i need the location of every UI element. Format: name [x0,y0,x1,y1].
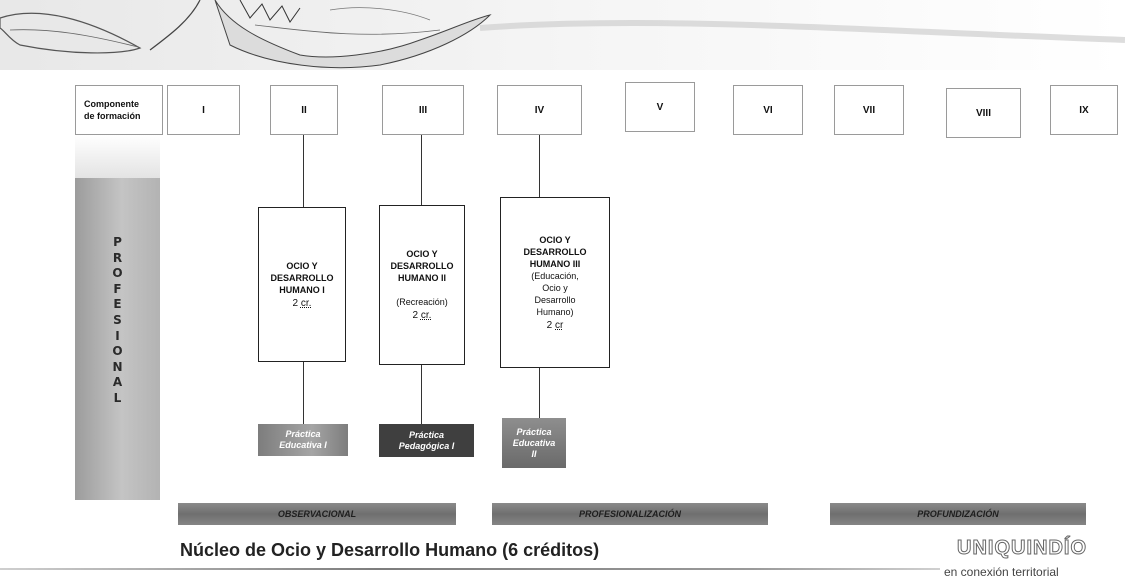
course-title-line: HUMANO I [279,284,325,295]
course-title-line: OCIO Y [406,249,438,259]
course-subtitle: (Recreación) [396,297,448,307]
practice-box-pedagogica-1: Práctica Pedagógica I [379,424,474,457]
component-letter: L [113,390,122,405]
connector-line [539,368,540,418]
course-title-line: DESARROLLO [270,272,334,283]
course-credits: 2 cr [546,319,564,331]
phase-bar-observational: OBSERVACIONAL [178,503,456,525]
practice-label-line: II [531,448,537,459]
connector-line [421,365,422,424]
semester-box-2: II [270,85,338,135]
connector-line [539,135,540,197]
component-letter: F [113,281,122,296]
university-logo-tagline: en conexión territorial [944,565,1059,579]
practice-box-educativa-1: Práctica Educativa I [258,424,348,456]
practice-label-line: Educativa [512,437,556,448]
component-name-vertical: P R O F E S I O N A L [75,235,160,407]
course-title-line: HUMANO II [398,273,446,283]
practice-label-line: Práctica [516,426,552,437]
semester-box-9: IX [1050,85,1118,135]
phase-bar-deepening: PROFUNDIZACIÓN [830,503,1086,525]
component-letter: O [112,344,123,359]
course-title-line: OCIO Y [539,234,571,245]
connector-line [303,362,304,424]
course-title-line: DESARROLLO [523,246,587,257]
component-letter: E [113,297,122,312]
practice-label-line: Práctica [408,429,445,440]
component-label-line2: de formación [84,111,141,121]
course-credits: 2 cr. [412,310,432,321]
course-subtitle: Humano) [536,306,574,317]
connector-line [303,135,304,207]
component-letter: N [112,359,123,374]
course-credits: 2 cr. [292,297,312,309]
course-box-ocio-1: OCIO Y DESARROLLO HUMANO I 2 cr. [258,207,346,362]
component-bar [75,178,160,500]
practice-label-line: Pedagógica I [398,440,455,451]
component-letter: I [115,328,120,343]
course-title-line: DESARROLLO [390,261,454,271]
practice-label-line: Educativa I [279,440,327,450]
decorative-banner-illustration [0,0,1125,70]
course-box-ocio-2: OCIO Y DESARROLLO HUMANO II (Recreación)… [379,205,465,365]
component-letter: O [112,266,123,281]
course-box-ocio-3: OCIO Y DESARROLLO HUMANO III (Educación,… [500,197,610,368]
course-subtitle: Ocio y [542,282,568,293]
component-letter: S [113,312,122,327]
course-title-line: OCIO Y [286,260,318,271]
semester-box-1: I [167,85,240,135]
semester-box-5: V [625,82,695,132]
semester-box-6: VI [733,85,803,135]
semester-box-8: VIII [946,88,1021,138]
component-label-line1: Componente [84,99,139,109]
course-subtitle: Desarrollo [534,294,576,305]
component-letter: P [113,235,122,249]
connector-line [421,135,422,205]
practice-box-educativa-2: Práctica Educativa II [502,418,566,468]
semester-box-7: VII [834,85,904,135]
semester-box-3: III [382,85,464,135]
course-title-line: HUMANO III [529,258,581,269]
component-bar-top [75,135,160,180]
phase-bar-professionalization: PROFESIONALIZACIÓN [492,503,768,525]
component-letter: R [112,250,123,265]
component-header: Componente de formación [75,85,163,135]
university-logo-wordmark: UNIQUINDÍO [957,537,1087,560]
diagram-title: Núcleo de Ocio y Desarrollo Humano (6 cr… [180,540,600,560]
component-letter: A [112,375,123,390]
footer-divider [0,568,940,570]
practice-label-line: Práctica [285,429,321,439]
course-subtitle: (Educación, [531,270,579,281]
semester-box-4: IV [497,85,582,135]
